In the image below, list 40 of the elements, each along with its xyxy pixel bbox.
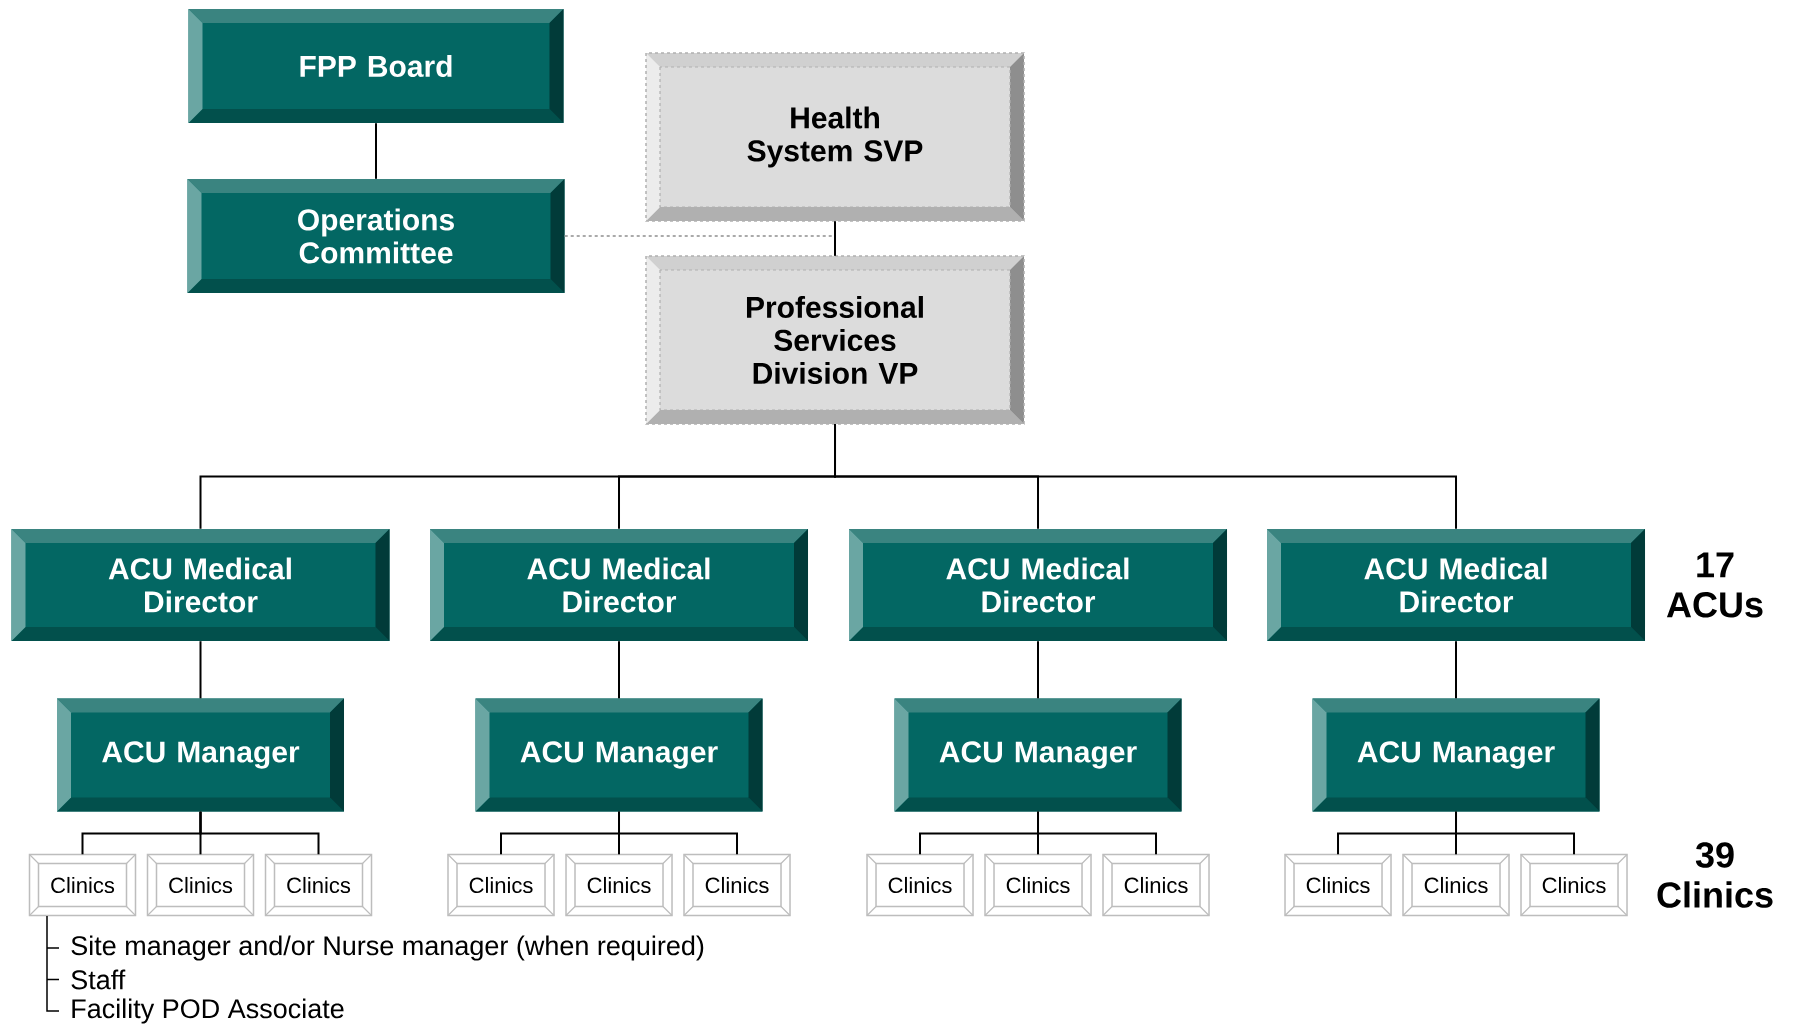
position-box: ACU Medical Director <box>849 529 1227 641</box>
position-box: ACU Manager <box>894 698 1182 812</box>
connector-line <box>1455 810 1575 856</box>
clinic-box: Clinics <box>1102 853 1210 917</box>
clinic-box: Clinics <box>984 853 1092 917</box>
position-box: Professional Services Division VP <box>645 255 1025 425</box>
clinic-box: Clinics <box>28 853 137 917</box>
clinic-box: Clinics <box>866 853 974 917</box>
position-box: Health System SVP <box>645 52 1025 222</box>
count-label: 17 ACUs <box>1666 552 1763 618</box>
clinic-box: Clinics <box>683 853 791 917</box>
connector-line <box>834 220 836 257</box>
position-box: ACU Manager <box>475 698 763 812</box>
connector-line <box>1037 640 1039 700</box>
connector-line <box>618 640 620 700</box>
connector-line <box>1037 810 1157 856</box>
count-label: 39 Clinics <box>1657 842 1773 908</box>
position-box: ACU Medical Director <box>430 529 808 641</box>
list-item: Site manager and/or Nurse manager (when required) <box>71 935 704 961</box>
connector-line <box>834 423 1457 530</box>
clinic-box: Clinics <box>1402 853 1510 917</box>
clinic-box: Clinics <box>146 853 255 917</box>
position-box: FPP Board <box>188 9 564 123</box>
position-box: Operations Committee <box>187 179 565 293</box>
list-item: Facility POD Associate <box>72 998 344 1024</box>
position-box: ACU Manager <box>57 698 344 812</box>
connector-line <box>1455 640 1457 700</box>
connector-line <box>375 122 377 180</box>
position-box: ACU Manager <box>1312 698 1600 812</box>
clinic-box: Clinics <box>1520 853 1628 917</box>
position-box: ACU Medical Director <box>11 529 390 641</box>
list-item: Staff <box>71 969 126 990</box>
clinic-box: Clinics <box>264 853 373 917</box>
clinic-box: Clinics <box>565 853 673 917</box>
clinic-box: Clinics <box>1284 853 1392 917</box>
connector-line <box>199 640 202 700</box>
clinic-box: Clinics <box>447 853 555 917</box>
position-box: ACU Medical Director <box>1267 529 1645 641</box>
connector-line <box>618 810 738 856</box>
connector-line <box>199 810 320 856</box>
